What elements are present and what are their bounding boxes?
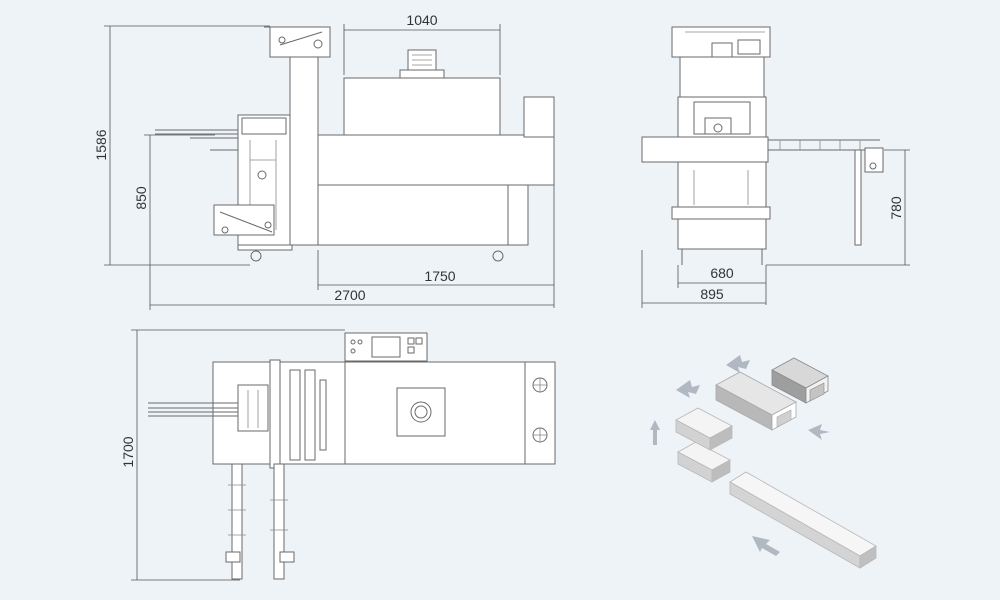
end-dimensions: 680 895 780 — [641, 149, 910, 308]
end-view: 680 895 780 — [641, 26, 910, 308]
plan-dimensions: 1700 — [120, 329, 345, 581]
flow-arrows — [650, 355, 830, 556]
dim-780: 780 — [888, 196, 904, 220]
process-illustration — [650, 355, 877, 569]
arrow-upright-icon — [726, 355, 750, 373]
product-stream — [729, 471, 877, 569]
product-group-lower — [677, 441, 731, 483]
dim-1750: 1750 — [424, 268, 455, 284]
product-finished-pack — [771, 357, 829, 404]
arrow-downleft-icon — [752, 536, 780, 556]
dim-680: 680 — [710, 265, 734, 281]
end-machine — [641, 26, 884, 265]
plan-machine — [148, 332, 556, 580]
arrow-upright-icon — [676, 380, 700, 398]
plan-view: 1700 — [120, 329, 556, 581]
product-group-stacked — [675, 407, 733, 451]
side-machine — [155, 26, 555, 262]
dim-850: 850 — [133, 186, 149, 210]
arrow-right-icon — [808, 424, 830, 440]
dim-895: 895 — [700, 286, 724, 302]
side-view: 1040 1586 850 1750 2700 — [93, 12, 555, 310]
dim-1700: 1700 — [120, 436, 136, 467]
dim-1040: 1040 — [406, 12, 437, 28]
dim-1586: 1586 — [93, 129, 109, 160]
arrow-up-icon — [650, 420, 660, 445]
side-dimensions: 1040 1586 850 1750 2700 — [93, 12, 555, 310]
dim-2700: 2700 — [334, 287, 365, 303]
product-film-wrapped — [715, 371, 797, 431]
